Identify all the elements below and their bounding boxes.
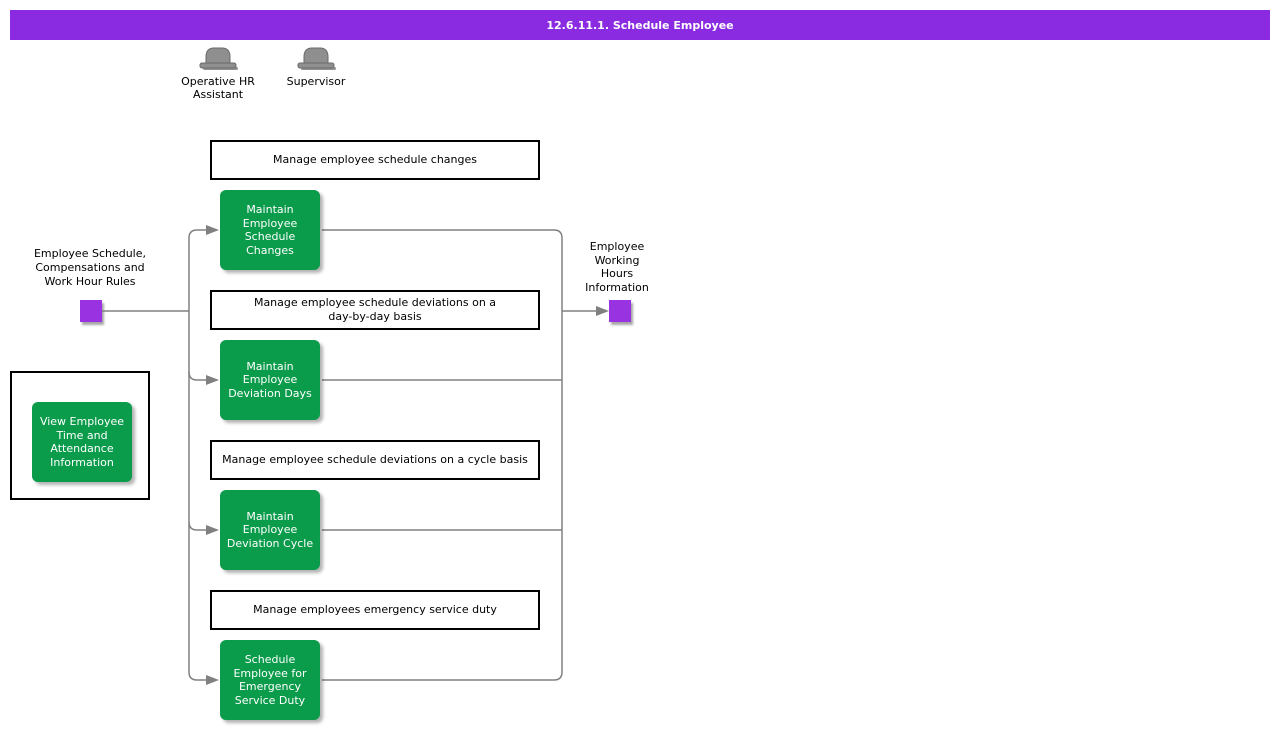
process-group-title-emergency-duty: Manage employees emergency service duty bbox=[210, 590, 540, 630]
hat-dome bbox=[205, 47, 231, 65]
arrowhead-4 bbox=[206, 675, 219, 685]
task-maintain-employee-schedule-changes[interactable]: Maintain Employee Schedule Changes bbox=[220, 190, 320, 270]
task-maintain-employee-deviation-days[interactable]: Maintain Employee Deviation Days bbox=[220, 340, 320, 420]
title-bar: 12.6.11.1. Schedule Employee bbox=[10, 10, 1270, 40]
page-title: 12.6.11.1. Schedule Employee bbox=[546, 18, 734, 32]
actor-supervisor: Supervisor bbox=[261, 45, 371, 88]
actor-operative-hr-assistant: Operative HR Assistant bbox=[163, 45, 273, 101]
flow-left-rail bbox=[188, 229, 198, 681]
event-output-square[interactable] bbox=[609, 300, 631, 322]
hat-brim bbox=[199, 62, 237, 69]
arrowhead-1 bbox=[206, 225, 219, 235]
person-icon bbox=[297, 47, 336, 70]
actor-label: Operative HR Assistant bbox=[181, 75, 255, 101]
person-icon bbox=[199, 47, 238, 70]
process-group-title-deviations-cycle: Manage employee schedule deviations on a… bbox=[210, 440, 540, 480]
process-group-title-deviations-day: Manage employee schedule deviations on a… bbox=[210, 290, 540, 330]
arrowhead-output bbox=[596, 306, 609, 316]
hat-dome bbox=[303, 47, 329, 65]
flow-branch-3 bbox=[188, 521, 207, 531]
task-view-employee-time-attendance[interactable]: View Employee Time and Attendance Inform… bbox=[32, 402, 132, 482]
event-input-label: Employee Schedule, Compensations and Wor… bbox=[33, 247, 147, 288]
side-panel: View Employee Time and Attendance Inform… bbox=[10, 371, 150, 500]
task-maintain-employee-deviation-cycle[interactable]: Maintain Employee Deviation Cycle bbox=[220, 490, 320, 570]
flow-right-rail bbox=[322, 229, 563, 681]
arrowhead-3 bbox=[206, 525, 219, 535]
event-output-label: Employee Working Hours Information bbox=[585, 240, 649, 294]
actor-label: Supervisor bbox=[286, 75, 346, 88]
process-group-title-schedule-changes: Manage employee schedule changes bbox=[210, 140, 540, 180]
flow-lines bbox=[102, 229, 597, 681]
arrowhead-2 bbox=[206, 375, 219, 385]
arrowheads bbox=[206, 225, 609, 685]
task-schedule-employee-emergency-service-duty[interactable]: Schedule Employee for Emergency Service … bbox=[220, 640, 320, 720]
hat-brim bbox=[297, 62, 335, 69]
flow-branch-2 bbox=[188, 371, 207, 381]
event-input-square[interactable] bbox=[80, 300, 102, 322]
